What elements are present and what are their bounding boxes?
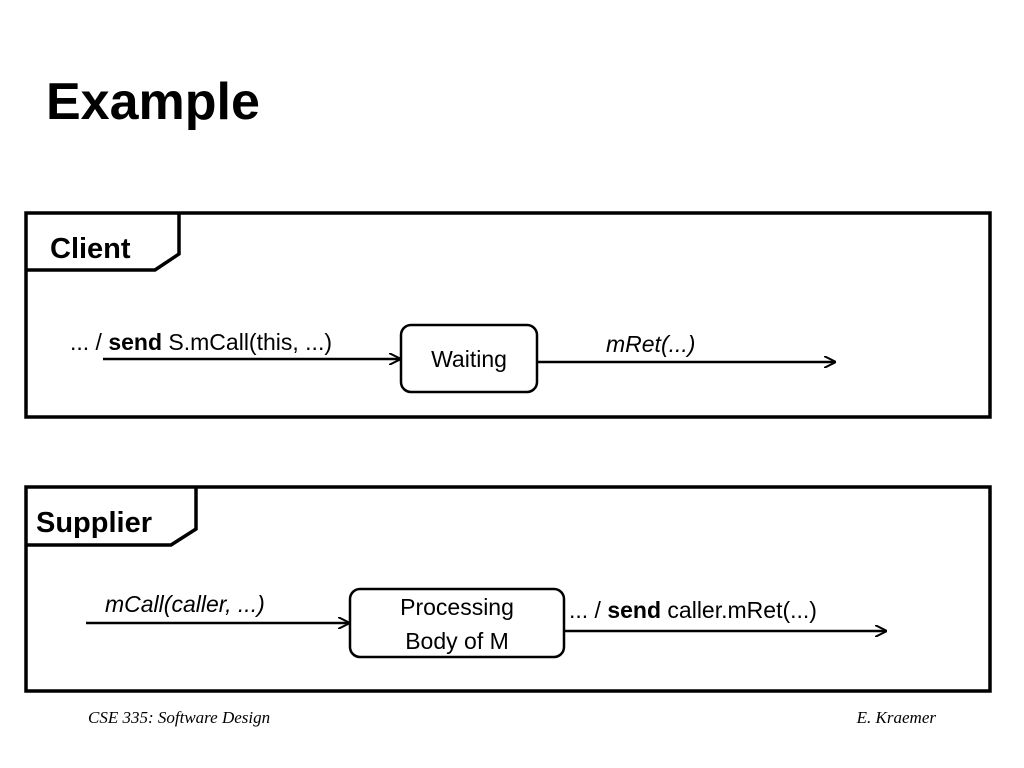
- footer-author: E. Kraemer: [856, 708, 936, 727]
- slide-title: Example: [46, 73, 260, 131]
- supplier-frame-label: Supplier: [36, 507, 152, 539]
- client-frame-tab: [26, 213, 181, 272]
- supplier-state-processing-line1: Processing: [400, 594, 514, 620]
- client-exit-transition-label: mRet(...): [606, 331, 695, 357]
- supplier-frame-tab: [26, 487, 198, 547]
- client-frame-label: Client: [50, 233, 131, 265]
- supplier-entry-transition-label: mCall(caller, ...): [105, 591, 265, 617]
- client-frame: Client ... / send S.mCall(this, ...) Wai…: [24, 211, 992, 419]
- supplier-state-processing-line2: Body of M: [405, 628, 509, 654]
- supplier-frame: Supplier mCall(caller, ...) Processing B…: [24, 485, 992, 693]
- supplier-state-processing: [348, 587, 566, 659]
- client-entry-transition-label: ... / send S.mCall(this, ...): [70, 329, 332, 355]
- client-state-waiting: [399, 323, 539, 394]
- client-frame-border: [24, 211, 992, 419]
- footer-course: CSE 335: Software Design: [88, 708, 271, 727]
- supplier-frame-border: [24, 485, 992, 693]
- supplier-exit-transition-label: ... / send caller.mRet(...): [569, 597, 817, 623]
- client-state-waiting-label: Waiting: [431, 346, 507, 372]
